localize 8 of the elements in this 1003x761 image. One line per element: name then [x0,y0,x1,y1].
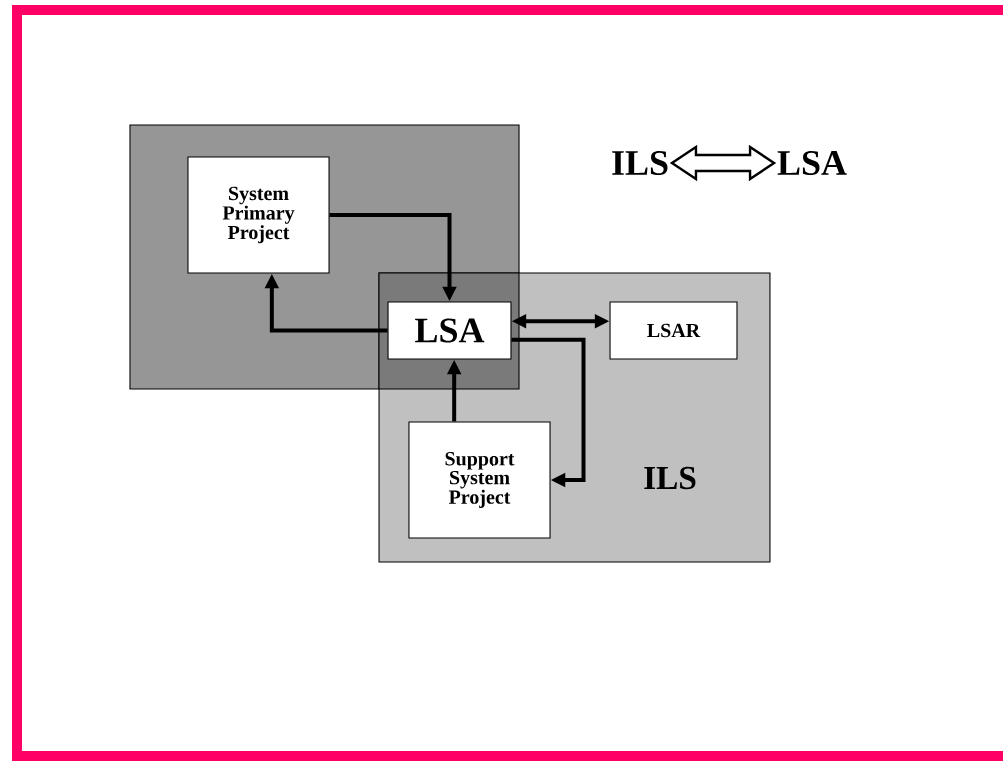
arrow [511,337,586,488]
heading-text: ILS [612,150,668,176]
heading-text: LSA [777,150,847,176]
process-box: LSAR [609,301,738,360]
process-box: System Primary Project [187,156,330,274]
process-box: Support System Project [408,421,551,539]
panel-label: ILS [644,466,696,490]
process-box: LSA [387,301,512,360]
